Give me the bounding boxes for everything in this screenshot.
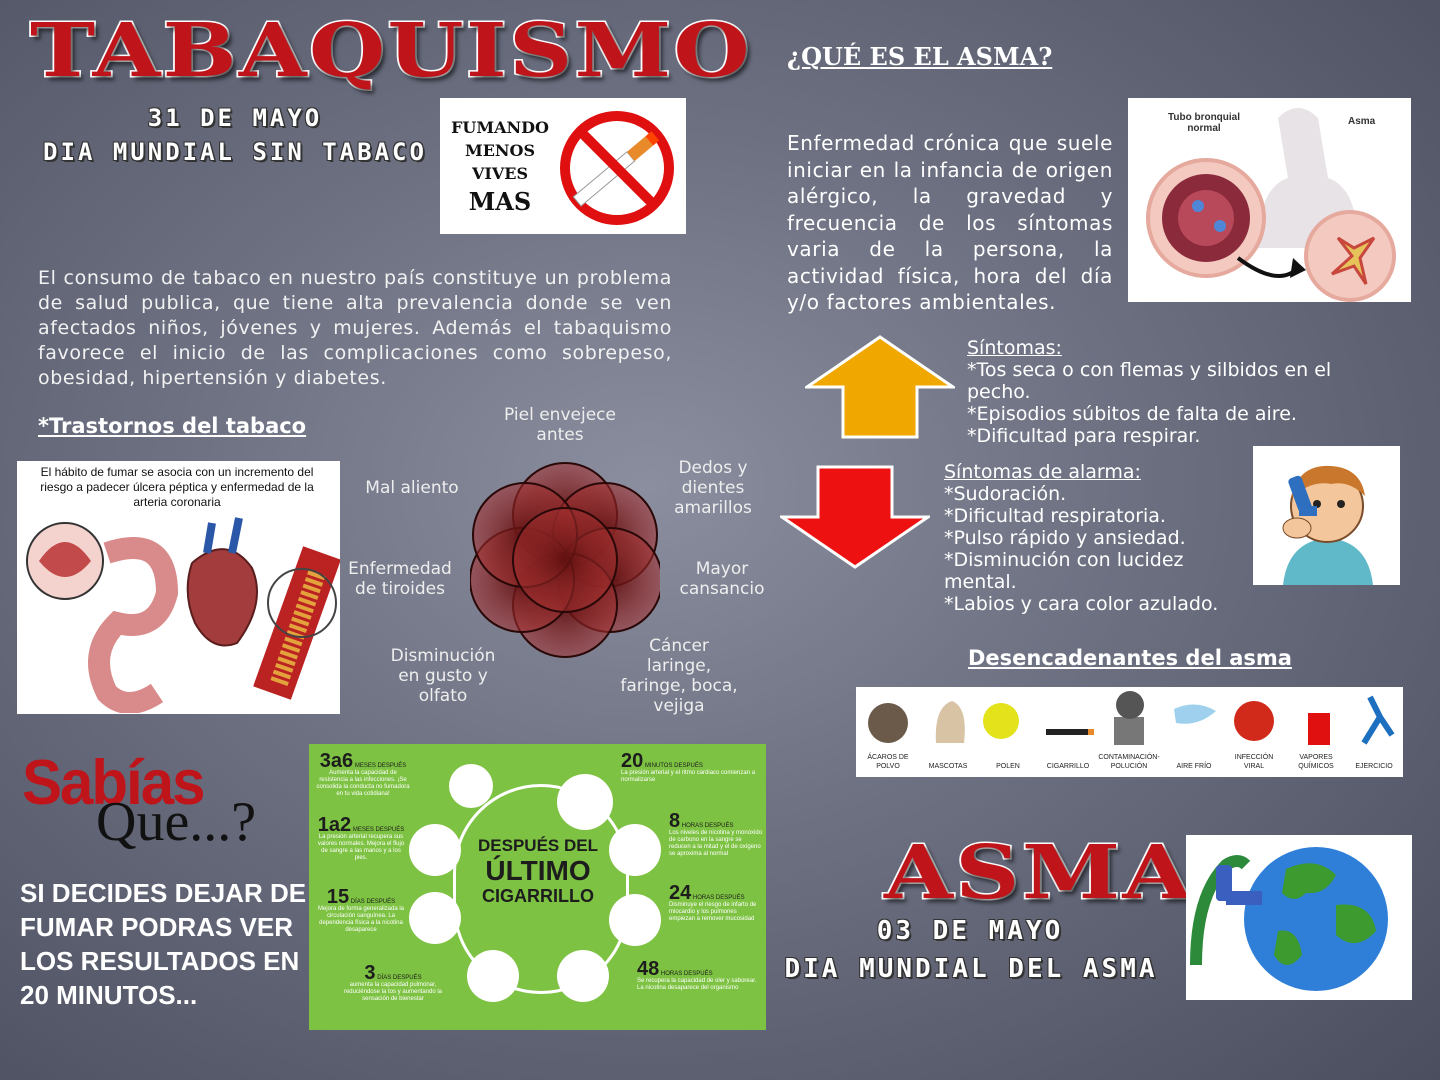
inhaler-boy-image: [1253, 446, 1400, 585]
alarm-heading: Síntomas de alarma:: [944, 461, 1141, 483]
t3-num: 3: [364, 962, 376, 984]
sign-line-3: VIVES: [471, 164, 529, 183]
poster-icon-2: [609, 824, 661, 876]
no-smoking-card: FUMANDO MENOS VIVES MAS: [440, 98, 686, 234]
poster-icon-heart: [557, 774, 613, 830]
poster-icon-1: [449, 764, 493, 808]
sabias-text: SI DECIDES DEJAR DE FUMAR PODRAS VER LOS…: [20, 878, 307, 1010]
bronchi-label-asthma: Asma: [1348, 116, 1376, 127]
organs-caption: El hábito de fumar se asocia con un incr…: [40, 465, 314, 509]
main-title: TABAQUISMO: [28, 7, 752, 96]
poster-icon-4: [467, 950, 519, 1002]
asthma-date: 03 DE MAYO: [876, 916, 1064, 946]
trigger-pets: MASCOTAS: [928, 763, 968, 770]
trigger-pollen: POLEN: [996, 763, 1020, 770]
alarm-block: Síntomas de alarma: *Sudoración. *Dificu…: [944, 461, 1240, 615]
trigger-chemicals: VAPORES QUÍMICOS: [1298, 754, 1334, 770]
asthma-day: DIA MUNDIAL DEL ASMA: [784, 954, 1158, 984]
trigger-cold-air: AIRE FRÍO: [1176, 763, 1212, 770]
t24-desc: Disminuye el riesgo de infarto de miocar…: [669, 902, 757, 922]
t15-unit: DÍAS DESPUÉS: [350, 899, 396, 905]
t3-desc: aumenta la capacidad pulmonar, reduciénd…: [343, 982, 443, 1002]
bronchi-image: Tubo bronquial normal Asma: [1128, 98, 1411, 302]
t20-unit: MINUTOS DESPUÉS: [644, 763, 703, 769]
sign-line-4: MAS: [468, 187, 532, 216]
t1a2-unit: MESES DESPUÉS: [352, 827, 405, 833]
t3-unit: DÍAS DESPUÉS: [377, 975, 422, 981]
alarm-2: *Dificultad respiratoria.: [944, 505, 1166, 527]
t1a2-num: 1a2: [317, 814, 352, 836]
trigger-exercise: EJERCICIO: [1355, 763, 1393, 770]
poster-icon-lungs: [609, 894, 661, 946]
alarm-4: *Disminución con lucidez mental.: [944, 549, 1184, 593]
disorders-heading: *Trastornos del tabaco: [38, 414, 307, 438]
alarm-3: *Pulso rápido y ansiedad.: [944, 527, 1186, 549]
asthma-definition: Enfermedad crónica que suele iniciar en …: [787, 131, 1113, 314]
poster-title-2: ÚLTIMO: [485, 855, 591, 886]
asthma-title: ASMA: [882, 829, 1194, 918]
t48-num: 48: [637, 958, 660, 980]
disorder-taste: Disminución en gusto y olfato: [390, 646, 496, 706]
trigger-viral: INFECCIÓN VIRAL: [1234, 754, 1274, 770]
tobacco-day: DIA MUNDIAL SIN TABACO: [43, 138, 427, 166]
symptoms-block: Síntomas: *Tos seca o con flemas y silbi…: [967, 337, 1377, 447]
tobacco-date: 31 DE MAYO: [147, 104, 323, 132]
trigger-cigarette: CIGARRILLO: [1046, 763, 1090, 770]
trigger-pollution: CONTAMINACIÓN-POLUCIÓN: [1098, 754, 1160, 770]
disorders-ring-diagram: [470, 462, 660, 658]
poster-icon-5: [409, 892, 461, 944]
sign-line-1: FUMANDO: [451, 118, 549, 137]
poster-icon-3: [557, 950, 609, 1002]
t20-num: 20: [621, 750, 644, 772]
sign-line-2: MENOS: [464, 141, 536, 160]
t8-desc: Los niveles de nicotina y monóxido de ca…: [669, 830, 763, 857]
t15-num: 15: [326, 886, 350, 908]
arrow-down-icon: [780, 465, 930, 569]
t1a2-desc: La presión arterial recupera sus valores…: [317, 834, 405, 861]
t3a6-num: 3a6: [319, 750, 354, 772]
poster-icon-body: [409, 824, 461, 876]
last-cigarette-poster: DESPUÉS DEL ÚLTIMO CIGARRILLO 3a6 MESES …: [309, 744, 766, 1030]
t48-unit: HORAS DESPUÉS: [660, 971, 713, 977]
bronchi-label-normal: Tubo bronquial normal: [1167, 112, 1241, 134]
asthma-question: ¿QUÉ ES EL ASMA?: [787, 42, 1053, 71]
poster-title-1: DESPUÉS DEL: [478, 836, 598, 855]
symptom-3: *Dificultad para respirar.: [967, 425, 1201, 447]
symptom-2: *Episodios súbitos de falta de aire.: [967, 403, 1297, 425]
t8-unit: HORAS DESPUÉS: [681, 823, 734, 829]
triggers-heading: Desencadenantes del asma: [968, 646, 1292, 670]
sabias-word: Sabías: [22, 747, 205, 818]
alarm-5: *Labios y cara color azulado.: [944, 593, 1219, 615]
t24-num: 24: [669, 882, 692, 904]
disorder-thyroid: Enfermedad de tiroides: [348, 559, 452, 599]
organs-image: El hábito de fumar se asocia con un incr…: [17, 461, 340, 714]
t3a6-unit: MESES DESPUÉS: [354, 763, 407, 769]
poster-title-3: CIGARRILLO: [482, 886, 594, 906]
t3a6-desc: Aumenta la capacidad de resistencia a la…: [316, 770, 410, 797]
symptom-1: *Tos seca o con flemas y silbidos en el …: [967, 359, 1332, 403]
disorder-cancer: Cáncer laringe, faringe, boca, vejiga: [620, 636, 738, 716]
intro-paragraph: El consumo de tabaco en nuestro país con…: [38, 267, 672, 389]
t8-num: 8: [669, 810, 681, 832]
disorder-breath: Mal aliento: [365, 478, 459, 498]
alarm-1: *Sudoración.: [944, 483, 1067, 505]
t20-desc: La presión arterial y el ritmo cardiaco …: [621, 770, 756, 783]
organs-illustration: [26, 517, 340, 713]
t24-unit: HORAS DESPUÉS: [692, 895, 745, 901]
arrow-up-icon: [805, 335, 955, 439]
disorder-teeth: Dedos y dientes amarillos: [674, 458, 752, 518]
que-word: Que...?: [96, 791, 257, 853]
t15-desc: Mejora de forma generalizada la circulac…: [317, 906, 405, 933]
trigger-mites: ÁCAROS DE POLVO: [867, 754, 909, 770]
triggers-strip: ÁCAROS DE POLVO MASCOTAS POLEN CIGARRILL…: [856, 687, 1403, 777]
symptoms-heading: Síntomas:: [967, 337, 1062, 359]
disorder-tired: Mayor cansancio: [679, 559, 765, 599]
earth-inhaler-image: [1186, 835, 1412, 1000]
disorder-skin: Piel envejece antes: [504, 405, 616, 445]
no-smoking-icon: [560, 111, 674, 225]
t48-desc: Se recupera la capacidad de oler y sabor…: [637, 978, 757, 991]
